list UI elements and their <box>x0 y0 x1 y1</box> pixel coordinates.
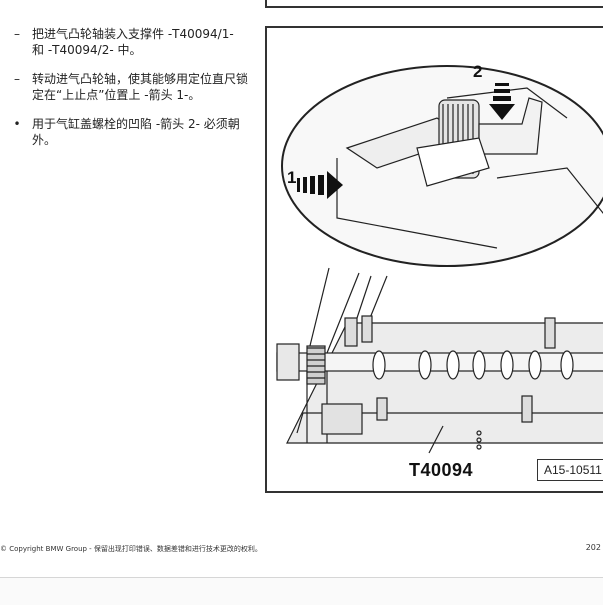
instruction-step: – 转动进气凸轮轴，使其能够用定位直尺锁定在“上止点”位置上 -箭头 1-。 <box>8 71 248 103</box>
footer-divider <box>0 577 603 578</box>
bullet-marker: • <box>13 117 21 131</box>
dash-marker: – <box>14 27 20 41</box>
instruction-text: 转动进气凸轮轴，使其能够用定位直尺锁定在“上止点”位置上 -箭头 1-。 <box>32 72 249 102</box>
tool-label: T40094 <box>409 460 474 480</box>
instruction-list: – 把进气凸轮轴装入支撑件 -T40094/1- 和 -T40094/2- 中。… <box>8 26 248 161</box>
instruction-note: • 用于气缸盖螺栓的凹陷 -箭头 2- 必须朝外。 <box>8 116 248 148</box>
arrow-2-label: 2 <box>473 62 483 81</box>
camshaft-illustration <box>276 65 603 454</box>
figure-id-box: A15-10511 <box>537 459 603 481</box>
bottom-band <box>0 578 603 605</box>
instruction-step: – 把进气凸轮轴装入支撑件 -T40094/1- 和 -T40094/2- 中。 <box>8 26 248 58</box>
arrow-1-label: 1 <box>287 168 297 187</box>
previous-figure-frame <box>265 0 603 8</box>
instruction-text: 把进气凸轮轴装入支撑件 -T40094/1- 和 -T40094/2- 中。 <box>32 27 234 57</box>
camshaft-figure: 1 2 T40094 A15-10511 <box>265 26 603 493</box>
page-number: 202 <box>585 543 601 552</box>
dash-marker: – <box>14 72 20 86</box>
instruction-text: 用于气缸盖螺栓的凹陷 -箭头 2- 必须朝外。 <box>32 117 240 147</box>
copyright-footer: © Copyright BMW Group - 保留出现打印错误、数据差错和进行… <box>0 545 262 553</box>
